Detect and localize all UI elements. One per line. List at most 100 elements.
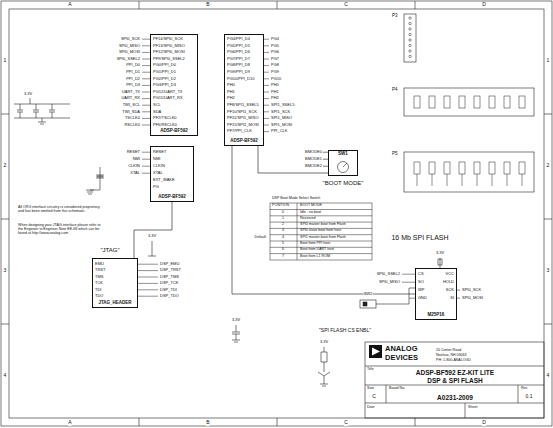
- pin-stubs: [264, 98, 269, 99]
- decoupling-caps: [14, 98, 70, 124]
- zone-marker: 4: [4, 373, 7, 379]
- resistor-arrays: [409, 50, 411, 52]
- header-connectors: [404, 88, 534, 116]
- part-reference: JTAG_HEADER: [98, 301, 131, 306]
- pin-stubs: [142, 152, 150, 153]
- pin-stubs: [142, 78, 150, 79]
- pin-name: PF11/SPI1_MISO: [227, 116, 259, 120]
- cs-transistor-circuit: [318, 347, 330, 386]
- title-block-text: Sheet: [468, 406, 477, 410]
- net-name: PPI_D1: [126, 70, 140, 74]
- flash-pullups: [438, 258, 442, 268]
- power-label: 3.3V: [148, 234, 156, 238]
- zone-marker: 2: [547, 163, 550, 169]
- sheet-frame: [9, 9, 544, 418]
- rotary-switch: [323, 152, 349, 172]
- pin-stubs: [142, 39, 150, 40]
- dip-switch: [360, 300, 376, 308]
- table-cell: Boot from PPI host: [300, 242, 330, 246]
- pin-name: TDI: [95, 288, 101, 292]
- signal-wire: [232, 146, 415, 294]
- resistor-arrays: [492, 174, 493, 186]
- net-name: DSP_EMU: [160, 262, 179, 266]
- power-label: 3.3V: [24, 92, 32, 96]
- pin-name: CLKIN: [153, 164, 165, 168]
- pin-name: PG7/PPI_D7: [227, 57, 250, 61]
- pin-stubs: [138, 270, 158, 271]
- pin-name: PG0/PPI_D0: [153, 63, 176, 67]
- table-cell: Boot from UART host: [300, 248, 334, 252]
- table-note: Default: [255, 236, 266, 240]
- part-reference: SW1: [338, 152, 348, 157]
- pin-name: EXT_WAKE: [153, 178, 175, 182]
- zone-marker: D: [482, 420, 486, 426]
- boot-mode-table: [270, 203, 372, 260]
- resistor-arrays: [414, 96, 420, 108]
- part-reference: ADSP-BF592: [230, 139, 258, 144]
- flash-pullups: [438, 258, 442, 268]
- resistor-arrays: [409, 44, 411, 46]
- jtag-wires: [148, 241, 156, 256]
- crystal-circuit: [86, 167, 104, 194]
- net-name: DSP_TDO: [160, 294, 179, 298]
- pin-name: PF12/SPI0_MOSI: [153, 50, 185, 54]
- net-name: SPI0_MISO: [119, 44, 140, 48]
- pin-name: SCK: [446, 288, 454, 292]
- zone-marker: 1: [4, 58, 7, 64]
- note-text: When designing your JTAG interface pleas…: [18, 224, 102, 236]
- net-name: UART_RX: [121, 96, 140, 100]
- pin-stubs: [138, 264, 158, 265]
- pin-stubs: [138, 277, 158, 278]
- pin-stubs: [142, 125, 150, 126]
- zone-marker: D: [482, 2, 486, 8]
- net-name: PG8: [271, 63, 279, 67]
- power-label: 3.3V: [436, 251, 444, 255]
- table-cell: SPI0 master boot from Flash: [300, 223, 346, 227]
- net-name: SPI0_MOSI: [462, 296, 483, 300]
- net-name: BMODE1: [305, 157, 322, 161]
- company-logo: [369, 345, 382, 358]
- title-block-text: A0231-2009: [437, 394, 473, 401]
- net-name: UART_TX: [122, 90, 140, 94]
- header-connectors: [404, 152, 534, 192]
- net-name: DSP_TDI: [160, 288, 177, 292]
- zone-marker: 1: [547, 58, 550, 64]
- pin-stubs: [142, 72, 150, 73]
- zone-marker: B: [206, 420, 209, 426]
- signal-wire: [258, 146, 328, 173]
- zone-marker: C: [344, 2, 348, 8]
- resistor-arrays: [414, 162, 420, 174]
- resistor-arrays: [474, 162, 480, 174]
- boot-mode-switch: SW1: [328, 150, 358, 176]
- pin-name: NMI: [153, 157, 160, 161]
- table-header: BOOT MODE: [300, 204, 322, 208]
- pin-name: SDA: [153, 110, 161, 114]
- pin-name: PG3/PPI_D3: [153, 83, 176, 87]
- net-name: PPI_D3: [126, 83, 140, 87]
- resistor-arrays: [477, 174, 478, 186]
- zone-marker: 3: [547, 268, 550, 274]
- pin-stubs: [142, 52, 150, 53]
- pin-name: SO: [418, 280, 424, 284]
- resistor-arrays: [409, 39, 411, 41]
- title-block-text: PH: 1-800-ANALOGD: [436, 359, 471, 363]
- table-cell: Boot from L1 ROM: [300, 255, 330, 259]
- pin-stubs: [264, 65, 269, 66]
- pin-name: PG11/UART_RX: [153, 96, 183, 100]
- net-name: CLKIN: [128, 164, 140, 168]
- pin-stubs: [138, 289, 158, 290]
- net-name: DSP_TRST: [160, 268, 181, 272]
- resistor-arrays: [504, 162, 510, 174]
- pin-stubs: [264, 118, 269, 119]
- power-label: 3.3V: [232, 318, 240, 322]
- pin-stubs: [264, 131, 269, 132]
- pin-name: RESET: [153, 150, 166, 154]
- pin-name: TDO: [95, 294, 103, 298]
- pin-name: TRST: [95, 268, 105, 272]
- resistor-arrays: [474, 96, 480, 108]
- resistor-arrays: [459, 96, 465, 108]
- part-reference: M25P16: [428, 313, 445, 318]
- power-label: 3.3V: [320, 340, 328, 344]
